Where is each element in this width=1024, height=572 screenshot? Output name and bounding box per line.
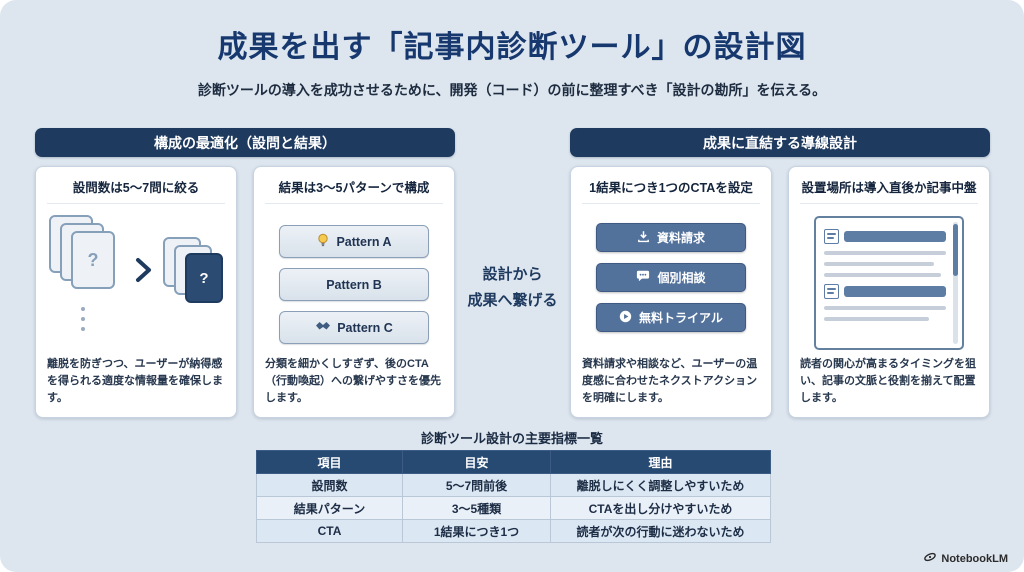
text-line: [824, 262, 934, 266]
ellipsis-dot: [81, 307, 85, 311]
table-cell: CTAを出し分けやすいため: [550, 496, 771, 520]
notebooklm-brand-label: NotebookLM: [941, 552, 1008, 565]
notebooklm-brand: NotebookLM: [923, 551, 1008, 566]
pattern-a-label: Pattern A: [336, 234, 392, 249]
table-header-row: 項目 目安 理由: [256, 450, 771, 474]
download-icon: [637, 230, 650, 246]
text-line: [824, 251, 946, 255]
ellipsis-dot: [81, 317, 85, 321]
clipboard-icon: [824, 229, 839, 244]
text-line: [824, 273, 942, 277]
pattern-c-button[interactable]: Pattern C: [279, 311, 429, 344]
cta-consultation-label: 個別相談: [657, 271, 706, 285]
table-row: CTA 1結果につき1つ 読者が次の行動に迷わないため: [256, 519, 771, 543]
table-row: 設問数 5〜7問前後 離脱しにくく調整しやすいため: [256, 473, 771, 497]
handshake-icon: [315, 320, 331, 335]
section-header-structure: 構成の最適化（設問と結果）: [35, 128, 455, 157]
card-cta-setting-body: 資料請求や相談など、ユーザーの温度感に合わせたネクストアクションを明確にします。: [582, 357, 758, 404]
scrollbar-track[interactable]: [953, 222, 958, 344]
embedded-tool-row: [824, 229, 946, 244]
chat-icon: [636, 270, 650, 285]
table-header-item: 項目: [256, 450, 403, 474]
cta-free-trial-label: 無料トライアル: [639, 311, 723, 325]
cta-document-request-label: 資料請求: [656, 231, 705, 245]
connector-text: 設計から 成果へ繋げる: [467, 266, 558, 309]
card-placement-title: 設置場所は導入直後か記事中盤: [800, 177, 978, 204]
card-question-count: 設問数は5〜7問に絞る ? ? ? ? ? ? 離脱を防ぎつつ、ユーザーが納得感…: [35, 166, 237, 418]
card-placement: 設置場所は導入直後か記事中盤 読者の関心が高まるタイミングを狙い、記事の文脈と役…: [788, 166, 990, 418]
card-cta-setting-title: 1結果につき1つのCTAを設定: [582, 177, 760, 204]
scrollbar-thumb[interactable]: [953, 224, 958, 276]
chevron-right-icon: [135, 257, 153, 288]
cta-button-group: 資料請求 個別相談 無料トライアル: [582, 223, 760, 343]
tool-highlight-bar: [844, 231, 946, 242]
section-header-conversion: 成果に直結する導線設計: [570, 128, 990, 157]
embedded-tool-row: [824, 284, 946, 299]
card-result-patterns-body: 分類を細かくしすぎず、後のCTA（行動喚起）への繋げやすさを優先します。: [265, 357, 441, 404]
table-cell: 1結果につき1つ: [402, 519, 551, 543]
cta-document-request-button[interactable]: 資料請求: [596, 223, 746, 252]
card-question-count-body: 離脱を防ぎつつ、ユーザーが納得感を得られる適度な情報量を確保します。: [47, 357, 223, 404]
cta-free-trial-button[interactable]: 無料トライアル: [596, 303, 746, 332]
card-cta-setting: 1結果につき1つのCTAを設定 資料請求 個別相談 無料トライアル: [570, 166, 772, 418]
table-header-target: 目安: [402, 450, 551, 474]
text-line: [824, 317, 929, 321]
question-card: ?: [71, 231, 115, 289]
cta-consultation-button[interactable]: 個別相談: [596, 263, 746, 292]
table-cell: 結果パターン: [256, 496, 403, 520]
article-layout-illustration: [814, 216, 964, 350]
page-title: 成果を出す「記事内診断ツール」の設計図: [217, 31, 807, 64]
table-cell: CTA: [256, 519, 403, 543]
play-icon: [619, 310, 632, 326]
pattern-a-button[interactable]: Pattern A: [279, 225, 429, 258]
table-cell: 離脱しにくく調整しやすいため: [550, 473, 771, 497]
lightbulb-icon: [316, 233, 330, 250]
card-result-patterns: 結果は3〜5パターンで構成 Pattern A Pattern B Patter…: [253, 166, 455, 418]
clipboard-icon: [824, 284, 839, 299]
table-cell: 5〜7問前後: [402, 473, 551, 497]
question-card-selected: ?: [185, 253, 223, 303]
notebooklm-logo-icon: [923, 551, 937, 566]
ellipsis-dot: [81, 327, 85, 331]
table-cell: 読者が次の行動に迷わないため: [550, 519, 771, 543]
card-placement-body: 読者の関心が高まるタイミングを狙い、記事の文脈と役割を揃えて配置します。: [800, 357, 976, 404]
pattern-c-label: Pattern C: [337, 320, 393, 335]
question-cards-illustration: ? ? ? ? ? ?: [47, 211, 225, 345]
metrics-table-title: 診断ツール設計の主要指標一覧: [420, 431, 603, 446]
pattern-b-button[interactable]: Pattern B: [279, 268, 429, 301]
text-line: [824, 306, 946, 310]
card-result-patterns-title: 結果は3〜5パターンで構成: [265, 177, 443, 204]
tool-highlight-bar: [844, 286, 946, 297]
table-cell: 3〜5種類: [402, 496, 551, 520]
table-row: 結果パターン 3〜5種類 CTAを出し分けやすいため: [256, 496, 771, 520]
table-header-reason: 理由: [550, 450, 771, 474]
table-cell: 設問数: [256, 473, 403, 497]
page-subtitle: 診断ツールの導入を成功させるために、開発（コード）の前に整理すべき「設計の勘所」…: [197, 82, 827, 98]
pattern-b-label: Pattern B: [326, 277, 382, 292]
card-question-count-title: 設問数は5〜7問に絞る: [47, 177, 225, 204]
pattern-button-group: Pattern A Pattern B Pattern C: [265, 225, 443, 354]
metrics-table: 項目 目安 理由 設問数 5〜7問前後 離脱しにくく調整しやすいため 結果パター…: [256, 450, 771, 543]
